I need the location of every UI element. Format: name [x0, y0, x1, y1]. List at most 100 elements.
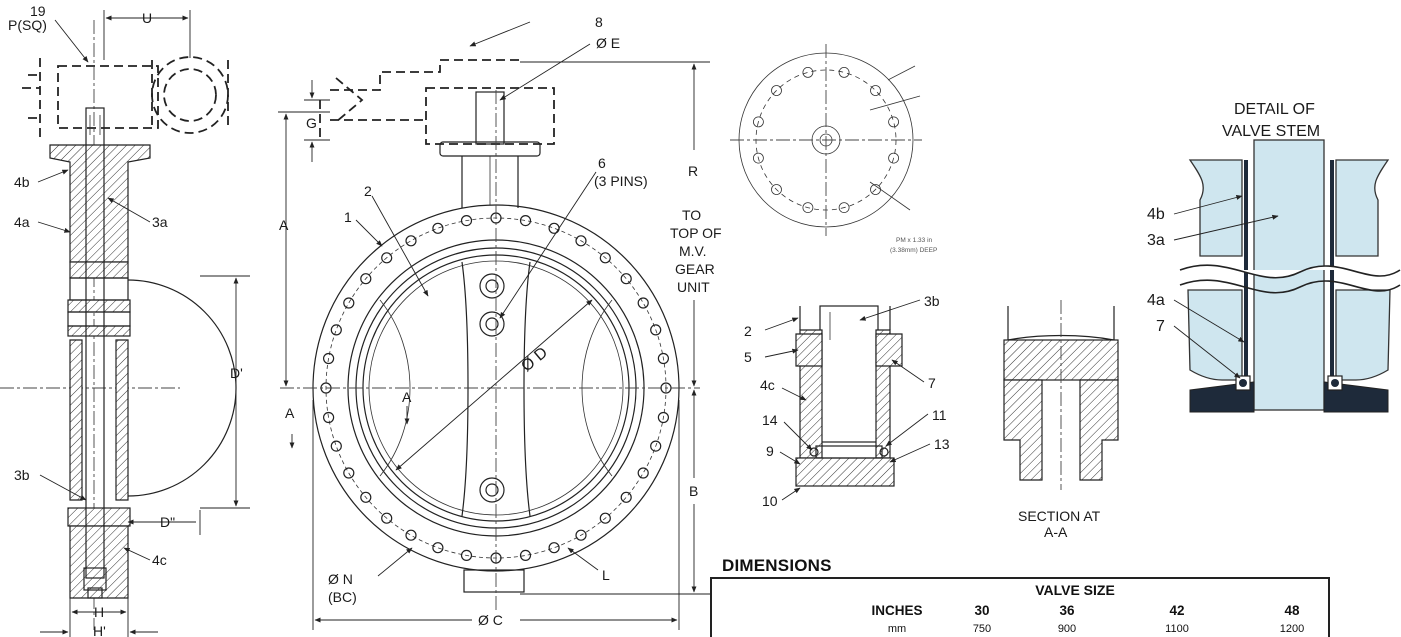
- bolt-hole: [360, 491, 372, 503]
- cell-mm-2: 1100: [1165, 623, 1189, 635]
- top-bolt-hole: [802, 202, 814, 214]
- dim-d-prime: [200, 275, 250, 509]
- row-inches-label: INCHES: [871, 603, 923, 618]
- bolt-hole: [650, 440, 662, 452]
- bolt-hole: [405, 235, 417, 247]
- label-4a: 4a: [14, 214, 30, 230]
- bolt-hole: [519, 215, 532, 227]
- label-sec-14: 14: [762, 412, 778, 428]
- top-bolt-hole: [888, 152, 899, 164]
- dim-a: [278, 111, 330, 387]
- bolt-hole: [343, 297, 355, 309]
- label-section-a-right: A: [402, 389, 412, 405]
- cell-mm-3: 1200: [1279, 623, 1305, 635]
- label-sec-3b: 3b: [924, 293, 940, 309]
- bolt-hole: [460, 215, 473, 227]
- label-a: A: [279, 217, 289, 233]
- side-body: [49, 144, 151, 599]
- label-d-prime: D': [230, 365, 243, 381]
- bolt-hole: [519, 549, 532, 562]
- top-bolt-hole: [838, 202, 850, 214]
- bolt-hole: [650, 324, 662, 336]
- label-bc: (BC): [328, 589, 357, 605]
- bolt-hole: [599, 512, 611, 524]
- label-sec-7: 7: [928, 375, 936, 391]
- label-4b: 4b: [14, 174, 30, 190]
- bolt-hole: [330, 440, 342, 452]
- bolt-hole: [432, 222, 444, 234]
- label-sec-13: 13: [934, 436, 950, 452]
- label-r: R: [688, 163, 698, 179]
- dim-g: [304, 80, 330, 162]
- dim-u: [103, 10, 191, 60]
- label-d-doubleprime: D": [160, 514, 175, 530]
- label-det-4b: 4b: [1147, 206, 1165, 223]
- label-sec-11: 11: [932, 407, 947, 423]
- dim-dia-d: [395, 299, 593, 471]
- label-unit: UNIT: [677, 279, 710, 295]
- dimensions-table: VALVE SIZE INCHES 30 36 42 48 mm 750 900…: [710, 577, 1330, 637]
- dimensions-title: DIMENSIONS: [722, 556, 832, 575]
- dim-b: [520, 389, 710, 595]
- cell-inches-3: 48: [1284, 603, 1300, 618]
- bottom-boss: [463, 569, 525, 593]
- bolt-hole: [548, 222, 560, 234]
- row-mm-label: mm: [887, 623, 907, 635]
- label-a-a: A-A: [1044, 524, 1068, 540]
- label-g: G: [306, 115, 317, 131]
- stem-section-detail: 2 5 4c 14 9 10 3b 7 11 13: [744, 293, 950, 509]
- label-sec-10: 10: [762, 493, 778, 509]
- label-det-7: 7: [1156, 318, 1165, 335]
- label-4c: 4c: [152, 552, 167, 568]
- label-h-prime: H': [93, 623, 106, 637]
- bolt-hole: [343, 467, 355, 479]
- top-bolt-hole: [771, 85, 782, 96]
- bolt-hole: [323, 411, 335, 424]
- bolt-hole: [637, 297, 649, 309]
- top-flange-bolts: [753, 67, 899, 214]
- label-p-sq: P(SQ): [8, 17, 47, 33]
- label-section-at: SECTION AT: [1018, 508, 1101, 524]
- valve-stem-detail: DETAIL OF VALVE STEM 4b 3a 4a 7: [1147, 101, 1401, 413]
- cell-inches-2: 42: [1169, 603, 1185, 618]
- bolt-hole: [460, 549, 473, 562]
- label-det-4a: 4a: [1147, 292, 1165, 309]
- bolt-hole: [330, 324, 342, 336]
- side-leaders: [37, 19, 151, 561]
- side-view: 19 P(SQ) U 4b 4a 3a 3b 4c D' D" H H': [0, 3, 250, 637]
- section-leaders: [764, 299, 931, 501]
- label-section-a-left: A: [285, 405, 295, 421]
- dim-h: [40, 598, 158, 637]
- label-det-3a: 3a: [1147, 232, 1165, 249]
- top-bolt-hole: [802, 67, 814, 78]
- label-6: 6: [598, 155, 606, 171]
- front-leaders: [289, 21, 599, 577]
- top-bolt-hole: [870, 85, 881, 96]
- label-b: B: [689, 483, 698, 499]
- bolt-hole: [432, 542, 444, 554]
- label-dia-n: Ø N: [328, 571, 353, 587]
- label-detail-line2: VALVE STEM: [1222, 123, 1320, 140]
- bolt-hole: [405, 529, 417, 541]
- label-h: H: [94, 604, 104, 620]
- flange-top-view: PM x 1.33 in (3.38mm) DEEP: [730, 44, 937, 254]
- label-detail-line1: DETAIL OF: [1234, 101, 1315, 118]
- label-l: L: [602, 567, 610, 583]
- label-gear: GEAR: [675, 261, 715, 277]
- cell-inches-0: 30: [974, 603, 990, 618]
- top-bolt-hole: [753, 116, 764, 128]
- label-8: 8: [595, 14, 603, 30]
- label-2: 2: [364, 183, 372, 199]
- dim-c: [312, 400, 680, 630]
- bolt-hole: [637, 467, 649, 479]
- label-19: 19: [30, 3, 46, 19]
- bolt-hole: [657, 411, 670, 424]
- label-note-2: (3.38mm) DEEP: [890, 247, 937, 254]
- bolt-hole: [575, 235, 587, 247]
- label-dia-c: Ø C: [478, 612, 503, 628]
- bolt-hole: [323, 352, 335, 365]
- bolt-hole: [548, 542, 560, 554]
- bolt-hole: [599, 252, 611, 264]
- bolt-hole: [381, 252, 393, 264]
- bolt-hole: [575, 529, 587, 541]
